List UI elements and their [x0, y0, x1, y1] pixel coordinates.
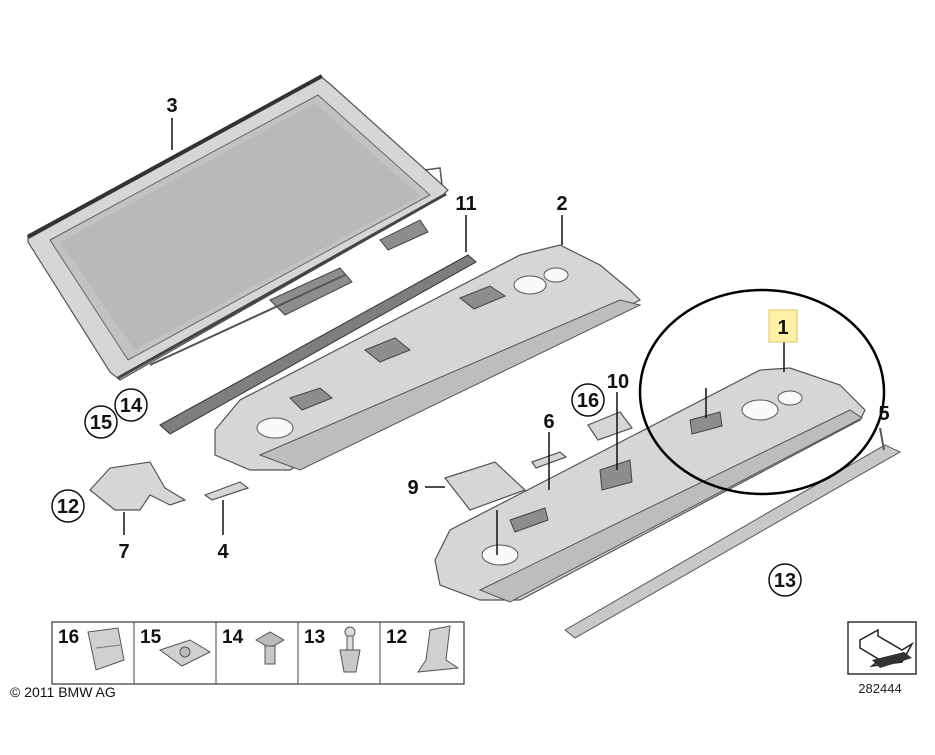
callout-11: 11	[455, 193, 476, 215]
callout-12-circle	[51, 489, 85, 523]
part-9-cover	[443, 461, 527, 511]
callout-12: 12	[57, 496, 79, 518]
part-10-cover	[587, 411, 633, 441]
legend-item-14: 14	[222, 627, 286, 665]
legend-item-13: 13	[304, 626, 361, 673]
callout-4: 4	[217, 541, 229, 563]
legend-item-16: 16	[58, 627, 125, 671]
callout-5: 5	[878, 403, 889, 425]
legend-label-15: 15	[140, 627, 162, 648]
part-2-parcel-shelf	[214, 244, 642, 471]
part-4-clip	[203, 481, 250, 501]
callout-10: 10	[607, 371, 629, 393]
part-12-bracket	[89, 461, 187, 511]
callout-14: 14	[120, 395, 143, 417]
part-13-trim-strip	[564, 444, 902, 639]
callout-9: 9	[407, 477, 418, 499]
callouts: 3 11 2 1 5 10 6 9 4 7 16 15 14 12 13	[51, 95, 890, 597]
diagram-number: 282444	[858, 681, 901, 696]
part-1-parcel-shelf	[434, 367, 866, 603]
view-direction-icon	[847, 621, 917, 675]
part-3-roller-blind	[27, 74, 449, 381]
callout-1: 1	[777, 317, 788, 339]
callout-6: 6	[543, 411, 554, 433]
callout-15: 15	[90, 412, 112, 434]
legend-item-15: 15	[140, 627, 212, 667]
callout-15-circle	[84, 405, 118, 439]
fastener-legend: 16 15 14 13 12	[51, 621, 465, 685]
callout-13-circle	[768, 563, 802, 597]
callout-16: 16	[577, 390, 599, 412]
leader-lines	[123, 118, 785, 555]
highlight-circle	[638, 288, 886, 496]
legend-label-14: 14	[222, 627, 244, 648]
legend-label-12: 12	[386, 627, 407, 648]
callout-7: 7	[118, 541, 129, 563]
legend-label-16: 16	[58, 627, 79, 648]
legend-item-12: 12	[386, 625, 460, 673]
part-11-sealing-strip	[159, 254, 477, 435]
callout-16-circle	[571, 383, 605, 417]
part-5-strip	[879, 427, 885, 451]
callout-3: 3	[166, 95, 177, 117]
callout-1-highlight	[768, 309, 798, 343]
callout-14-circle	[114, 388, 148, 422]
legend-label-13: 13	[304, 627, 325, 648]
callout-13: 13	[774, 570, 796, 592]
callout-2: 2	[556, 193, 567, 215]
copyright: © 2011 BMW AG	[10, 684, 116, 700]
